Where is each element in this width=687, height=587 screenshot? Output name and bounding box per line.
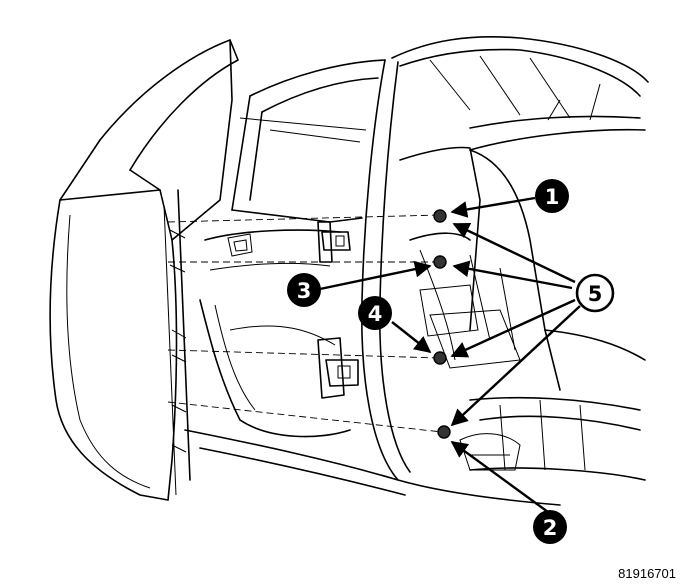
- callout-5: 5: [575, 273, 615, 313]
- svg-text:4: 4: [368, 302, 383, 326]
- svg-text:2: 2: [543, 516, 558, 540]
- fasteners: [433, 209, 451, 439]
- bolt-upper-hinge: [433, 255, 447, 269]
- bolt-lower-hinge: [433, 351, 447, 365]
- alignment-lines: [167, 214, 443, 433]
- bolt-upper: [433, 209, 447, 223]
- figure-code: 81916701: [618, 566, 676, 581]
- svg-text:3: 3: [297, 279, 312, 303]
- callout-4: 4: [358, 296, 392, 330]
- bolt-lower: [437, 425, 451, 439]
- leader-lines: [319, 196, 581, 513]
- svg-text:5: 5: [588, 282, 603, 306]
- callout-1: 1: [535, 179, 569, 213]
- callout-3: 3: [287, 273, 321, 307]
- vehicle-body-illustration: [49, 36, 649, 506]
- callout-2: 2: [533, 510, 567, 544]
- svg-text:1: 1: [545, 185, 560, 209]
